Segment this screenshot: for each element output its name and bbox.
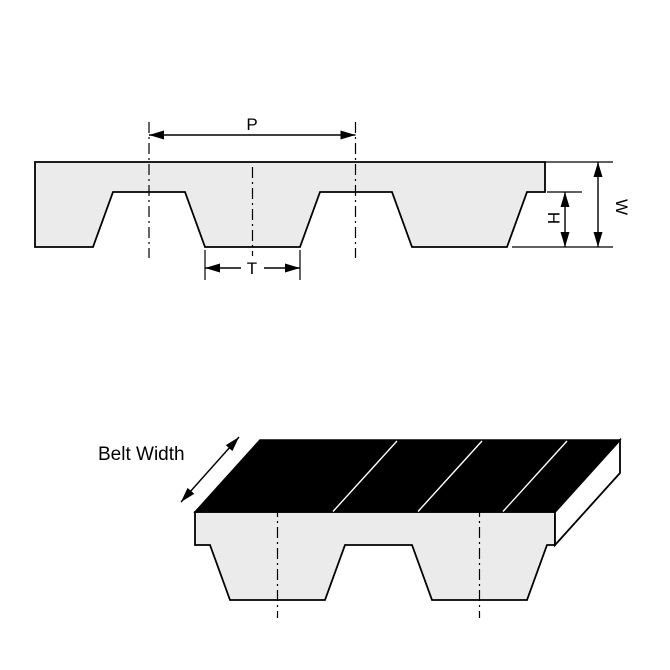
pitch-label: P [246,115,257,134]
top-face-seam-line [417,440,483,512]
cross-section-view: P T H W [34,115,631,280]
tooth-height-label: H [544,212,563,224]
belt-3d-view: Belt Width [98,436,622,618]
belt-profile [34,161,546,248]
belt-width-label: Belt Width [98,444,185,465]
belt-top-face [193,439,622,513]
tooth-width-label: T [247,259,257,278]
belt-front-profile [194,511,556,601]
top-face-seam-line [332,440,398,512]
top-face-seam-line [502,440,568,512]
belt-width-arrow [180,436,240,503]
belt-thickness-label: W [612,199,631,215]
tooth-width-label-background [241,256,264,277]
